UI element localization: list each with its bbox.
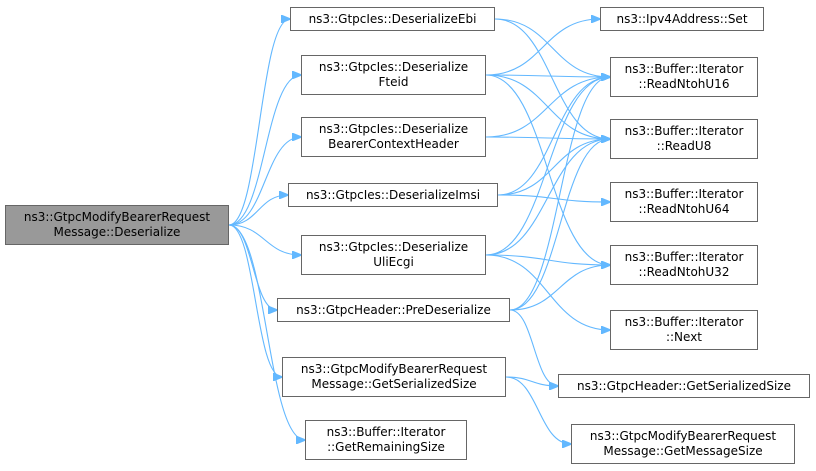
node-u16[interactable]: ns3::Buffer::Iterator::ReadNtohU16 (610, 57, 758, 97)
edge-imsi-to-u64 (497, 194, 610, 202)
node-remaining[interactable]: ns3::Buffer::Iterator::GetRemainingSize (305, 420, 467, 460)
node-label-line: BearerContextHeader (328, 137, 459, 151)
node-label-line: ns3::Buffer::Iterator (624, 187, 744, 201)
edge-bearer-to-u16 (485, 77, 610, 138)
node-ebi[interactable]: ns3::GtpcIes::DeserializeEbi (290, 7, 495, 31)
node-label-line: Message::GetMessageSize (603, 444, 763, 458)
node-label-line: ns3::GtpcModifyBearerRequest (23, 210, 211, 224)
node-u64[interactable]: ns3::Buffer::Iterator::ReadNtohU64 (610, 182, 758, 222)
node-label-line: ns3::GtpcIes::DeserializeImsi (305, 187, 481, 202)
edge-root-to-predeser (228, 224, 277, 310)
node-ipv4set[interactable]: ns3::Ipv4Address::Set (600, 7, 764, 31)
node-label-line: ns3::GtpcHeader::GetSerializedSize (577, 378, 791, 393)
edge-uli-to-u16 (485, 77, 610, 256)
edge-ebi-to-u8 (494, 18, 610, 139)
edge-bearer-to-u8 (485, 137, 610, 139)
edge-imsi-to-u8 (497, 139, 610, 196)
node-label-line: ns3::GtpcIes::Deserialize (318, 240, 469, 254)
node-hdrser[interactable]: ns3::GtpcHeader::GetSerializedSize (558, 374, 810, 398)
node-label-line: ns3::Buffer::Iterator (624, 250, 744, 264)
node-label-line: ns3::Buffer::Iterator (624, 124, 744, 138)
edge-predeser-to-u16 (509, 77, 610, 311)
node-label-line: ns3::Buffer::Iterator (326, 425, 446, 439)
node-predeser[interactable]: ns3::GtpcHeader::PreDeserialize (277, 298, 510, 322)
node-label-line: ::Next (665, 330, 703, 344)
edge-uli-to-next (485, 254, 610, 330)
edge-root-to-imsi (228, 195, 288, 226)
node-label-line: ns3::GtpcIes::Deserialize (318, 122, 469, 136)
node-label-line: ::GetRemainingSize (327, 440, 445, 454)
edge-fteid-to-ipv4set (485, 19, 600, 76)
node-imsi[interactable]: ns3::GtpcIes::DeserializeImsi (288, 183, 498, 207)
node-label-line: ns3::GtpcIes::DeserializeEbi (308, 11, 477, 26)
node-label-line: ns3::Ipv4Address::Set (616, 11, 748, 26)
node-label-line: ns3::GtpcModifyBearerRequest (300, 362, 488, 376)
edge-ebi-to-u16 (494, 18, 610, 77)
edge-root-to-fteid (228, 75, 301, 226)
node-label-line: ::ReadNtohU32 (638, 265, 730, 279)
node-label-line: ns3::Buffer::Iterator (624, 315, 744, 329)
node-label-line: Message::Deserialize (53, 225, 181, 239)
edge-fteid-to-u16 (485, 75, 610, 77)
node-u8[interactable]: ns3::Buffer::Iterator::ReadU8 (610, 119, 758, 159)
edge-root-to-ebi (228, 19, 290, 226)
edge-msgser-to-msgsize (505, 376, 571, 444)
node-next[interactable]: ns3::Buffer::Iterator::Next (610, 310, 758, 350)
edge-root-to-uli (228, 224, 301, 255)
edge-predeser-to-u32 (509, 265, 610, 311)
node-label-line: ::ReadU8 (656, 139, 712, 153)
edge-uli-to-u8 (485, 139, 610, 256)
edge-root-to-msgser (228, 224, 282, 377)
edge-root-to-bearer (228, 137, 301, 226)
node-label-line: ns3::Buffer::Iterator (624, 62, 744, 76)
node-label-line: Fteid (378, 75, 409, 89)
node-label-line: ns3::GtpcIes::Deserialize (318, 60, 469, 74)
node-label-line: ::ReadNtohU64 (638, 202, 730, 216)
edge-uli-to-u32 (485, 254, 610, 265)
edge-root-to-remaining (228, 224, 305, 440)
node-label-line: ns3::GtpcModifyBearerRequest (589, 429, 777, 443)
node-label-line: ::ReadNtohU16 (638, 77, 730, 91)
edge-fteid-to-u32 (485, 74, 610, 265)
node-label-line: UliEcgi (373, 255, 414, 269)
edge-predeser-to-hdrser (509, 309, 558, 386)
edge-predeser-to-u8 (509, 139, 610, 311)
node-label-line: ns3::GtpcHeader::PreDeserialize (296, 302, 491, 317)
node-u32[interactable]: ns3::Buffer::Iterator::ReadNtohU32 (610, 245, 758, 285)
node-label-line: Message::GetSerializedSize (311, 377, 477, 391)
edge-imsi-to-u16 (497, 77, 610, 196)
